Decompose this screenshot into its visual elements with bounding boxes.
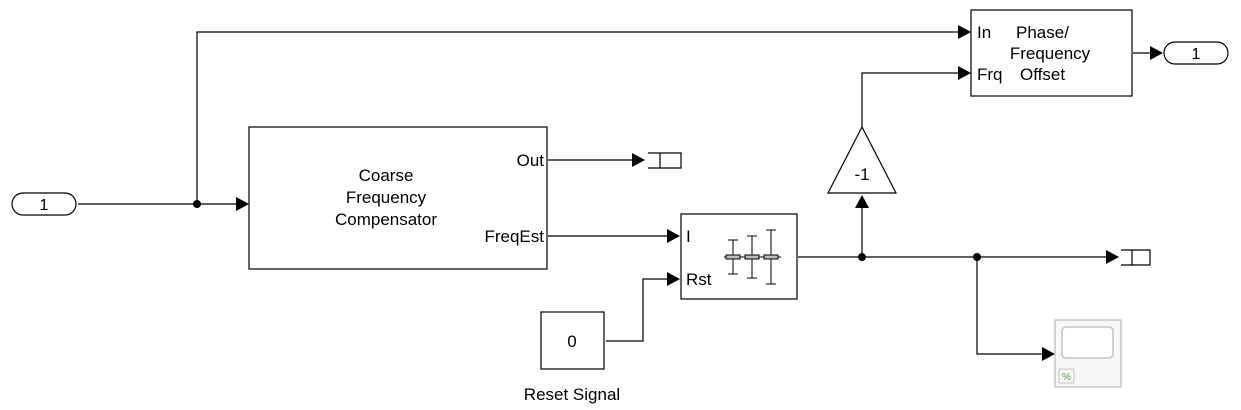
pfo-in-port-label: In bbox=[977, 23, 991, 42]
gain-value: -1 bbox=[854, 165, 869, 184]
coarse-frequency-compensator-block[interactable]: Coarse Frequency Compensator Out FreqEst bbox=[248, 126, 548, 270]
integrator-rst-port-label: Rst bbox=[686, 270, 712, 289]
arrow-pfo-in bbox=[958, 25, 971, 39]
inport-block[interactable]: 1 bbox=[11, 192, 77, 216]
constant-caption: Reset Signal bbox=[524, 385, 620, 404]
arrow-pfo-frq bbox=[958, 66, 971, 80]
branch-point-input bbox=[193, 200, 201, 208]
outport-label: 1 bbox=[1192, 46, 1201, 63]
scope-icon: % bbox=[1058, 326, 1114, 384]
pfo-title-line2: Frequency bbox=[1010, 44, 1091, 63]
cfc-title-line1: Coarse bbox=[359, 166, 414, 185]
arrow-gain-in bbox=[855, 195, 869, 208]
integrator-i-port-label: I bbox=[686, 227, 691, 246]
terminator-block-2[interactable] bbox=[1121, 249, 1151, 266]
wire-reset[interactable] bbox=[606, 278, 667, 342]
wire-to-pfo-in[interactable] bbox=[196, 31, 958, 204]
outport-block[interactable]: 1 bbox=[1163, 41, 1229, 65]
integrator-block[interactable]: I Rst bbox=[680, 213, 798, 300]
cfc-out-port-label: Out bbox=[517, 151, 545, 170]
constant-value: 0 bbox=[567, 332, 576, 351]
cfc-freqest-port-label: FreqEst bbox=[484, 227, 544, 246]
signal-lines bbox=[78, 25, 1163, 361]
arrow-terminator-2 bbox=[1106, 250, 1119, 264]
arrow-terminator-1 bbox=[632, 153, 645, 167]
arrow-integrator-i bbox=[667, 229, 680, 243]
pfo-title-line3: Offset bbox=[1020, 65, 1065, 84]
cfc-title-line2: Frequency bbox=[346, 188, 427, 207]
pfo-frq-port-label: Frq bbox=[977, 65, 1003, 84]
cfc-title-line3: Compensator bbox=[335, 210, 437, 229]
arrow-scope-in bbox=[1042, 347, 1055, 361]
arrow-outport bbox=[1150, 46, 1163, 60]
inport-label: 1 bbox=[40, 197, 49, 214]
constant-block[interactable]: 0 bbox=[540, 311, 605, 370]
integrator-icon bbox=[724, 229, 781, 285]
pfo-title-line1: Phase/ bbox=[1016, 23, 1069, 42]
phase-frequency-offset-block[interactable]: In Phase/ Frequency Frq Offset bbox=[970, 9, 1133, 97]
terminator-block-1[interactable] bbox=[648, 152, 682, 169]
arrow-integrator-rst bbox=[667, 272, 680, 286]
svg-text:%: % bbox=[1062, 372, 1071, 383]
gain-block[interactable]: -1 bbox=[827, 125, 897, 194]
arrow-cfc-in bbox=[236, 197, 249, 211]
wire-to-scope[interactable] bbox=[976, 257, 1042, 355]
scope-block[interactable]: % bbox=[1054, 319, 1122, 388]
wire-gain-out[interactable] bbox=[861, 72, 958, 127]
